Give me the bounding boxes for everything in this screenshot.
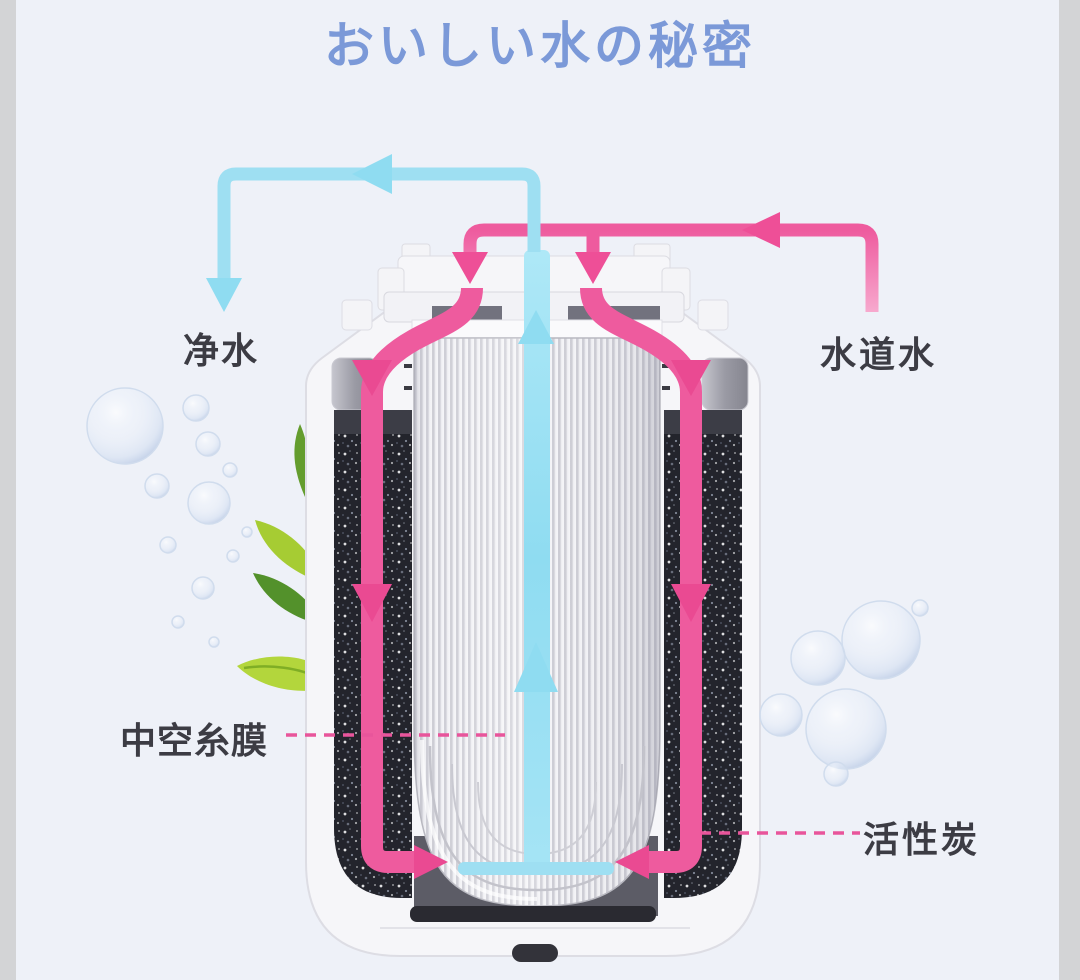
membrane-lamination	[428, 745, 646, 892]
shoulder-step	[697, 299, 729, 331]
bubble	[187, 481, 231, 525]
bubble	[171, 615, 185, 629]
bubble	[222, 462, 238, 478]
activated-carbon-right	[664, 434, 742, 898]
bubble	[911, 599, 929, 617]
bubble	[241, 526, 253, 538]
arrowhead-down	[575, 252, 611, 284]
bubble	[159, 536, 177, 554]
label-purified-water: 净水	[183, 330, 260, 371]
bubble	[823, 761, 849, 787]
bubble	[86, 387, 164, 465]
arrowhead-down	[452, 252, 488, 284]
bottom-notch	[512, 944, 558, 962]
shoulder-step	[341, 299, 373, 331]
callout-lines	[286, 733, 860, 835]
bubble	[805, 688, 887, 770]
leaf	[237, 656, 323, 691]
arrowhead-down	[671, 584, 711, 622]
bubble	[144, 473, 170, 499]
arrowhead-down	[352, 360, 392, 396]
bubble	[195, 431, 221, 457]
arrowhead-left	[352, 154, 392, 194]
leaf	[255, 520, 317, 578]
arrowhead-down	[671, 360, 711, 396]
arrowhead-up-large	[514, 642, 558, 692]
bubble	[759, 693, 803, 737]
arrowhead-right	[414, 845, 448, 879]
tap-water-flow-arrows	[352, 212, 879, 879]
water-bubbles-left	[86, 387, 253, 648]
purified-water-flow-arrows	[206, 154, 614, 875]
water-bubbles-right	[759, 599, 929, 787]
label-tap-water: 水道水	[820, 334, 938, 375]
bubble	[208, 636, 220, 648]
membrane-rim-highlight	[420, 739, 538, 901]
bubble	[191, 576, 215, 600]
left-edge-strip	[0, 0, 16, 980]
tap-feed-line	[463, 223, 879, 312]
arrowhead-up-small	[518, 310, 554, 344]
leaf	[253, 573, 317, 622]
bubble	[841, 600, 921, 680]
page-title: おいしい水の秘密	[324, 18, 756, 74]
arrowhead-left	[615, 845, 649, 879]
arrowhead-left	[742, 212, 780, 248]
bubble	[226, 549, 240, 563]
label-activated-carbon: 活性炭	[863, 819, 981, 860]
collar-ring	[701, 357, 749, 411]
bottom-collector-bar	[458, 862, 614, 875]
bubble	[182, 394, 210, 422]
carbon-top-band	[664, 410, 742, 434]
right-edge-strip	[1059, 0, 1080, 980]
arrowhead-down	[206, 278, 242, 312]
center-channel	[524, 250, 550, 868]
label-hollow-fiber-membrane: 中空糸膜	[120, 720, 269, 761]
bubble	[790, 630, 846, 686]
bottom-slot	[410, 906, 656, 922]
arrowhead-down	[352, 584, 392, 622]
